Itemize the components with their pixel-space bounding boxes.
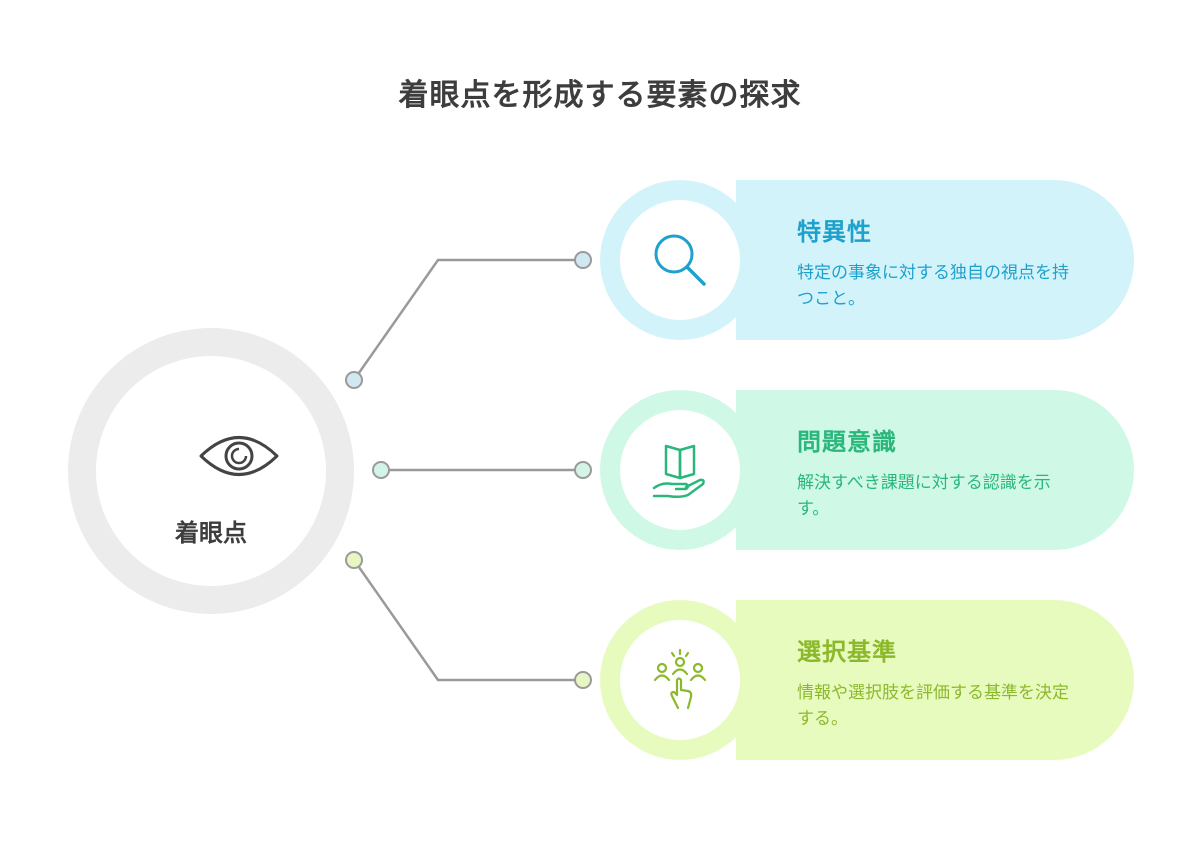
people-select-icon (653, 648, 707, 710)
node-3-start (345, 551, 363, 569)
node-1-start (345, 371, 363, 389)
open-book-hand-icon (652, 444, 705, 499)
branch-pill (736, 180, 1134, 340)
branch-card-specificity: 特異性 特定の事象に対する独自の視点を持つこと。 (600, 180, 1134, 340)
connector-1 (352, 258, 583, 381)
branch-description: 情報や選択肢を評価する基準を決定する。 (797, 683, 1069, 729)
center-hub: 着眼点 (68, 328, 354, 614)
node-3-end (574, 671, 592, 689)
branch-card-selection-criteria: 選択基準 情報や選択肢を評価する基準を決定する。 (600, 600, 1134, 760)
icon-ring (600, 390, 760, 550)
node-2-start (372, 461, 390, 479)
branch-title: 特異性 (797, 218, 872, 246)
branch-card-problem-awareness: 問題意識 解決すべき課題に対する認識を示す。 (600, 390, 1134, 550)
icon-disc (620, 620, 740, 740)
icon-disc (620, 200, 740, 320)
center-hub-inner: 着眼点 (96, 356, 326, 586)
branch-title: 選択基準 (797, 638, 897, 666)
icon-ring (600, 600, 760, 760)
branch-title: 問題意識 (797, 428, 897, 456)
diagram-title: 着眼点を形成する要素の探求 (398, 78, 802, 113)
branch-pill (736, 600, 1134, 760)
branch-pill (736, 390, 1134, 550)
center-label: 着眼点 (175, 519, 247, 547)
magnifier-icon (654, 234, 706, 286)
branch-description: 解決すべき課題に対する認識を示す。 (797, 473, 1051, 519)
node-2-end (574, 461, 592, 479)
node-1-end (574, 251, 592, 269)
eye-icon (199, 436, 279, 476)
connector-3 (352, 559, 583, 682)
icon-ring (600, 180, 760, 340)
icon-disc (620, 410, 740, 530)
branch-description: 特定の事象に対する独自の視点を持つこと。 (797, 263, 1069, 309)
